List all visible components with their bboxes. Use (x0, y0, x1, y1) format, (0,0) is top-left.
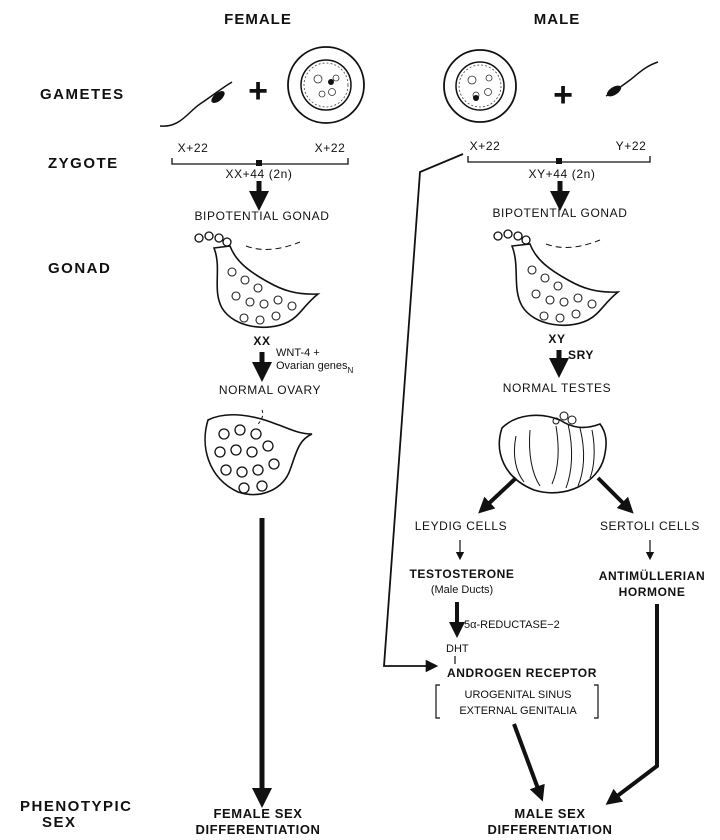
male-outcome-line2: DIFFERENTIATION (487, 822, 612, 837)
male-outcome-line1: MALE SEX (514, 806, 585, 821)
male-chromosome-left: X+22 (470, 139, 501, 153)
female-outcome-line2: DIFFERENTIATION (195, 822, 320, 837)
male-sry-label: SRY (568, 348, 594, 362)
female-normal-ovary-label: NORMAL OVARY (219, 383, 321, 397)
sperm-illustration-male (605, 62, 658, 99)
female-xx-label: XX (253, 334, 270, 348)
sperm-illustration-female (160, 82, 232, 126)
female-genes-label-line2: Ovarian genesN (276, 360, 354, 375)
ovum-illustration-male (444, 50, 516, 122)
male-leydig-cells-label: LEYDIG CELLS (415, 519, 508, 533)
row-label-gonad: GONAD (48, 260, 111, 277)
female-header: FEMALE (224, 11, 292, 28)
male-androgen-receptor-label: ANDROGEN RECEPTOR (447, 666, 597, 680)
male-ducts-label: (Male Ducts) (431, 584, 493, 596)
female-genes-subscript: N (348, 366, 354, 375)
male-sertoli-cells-label: SERTOLI CELLS (600, 519, 700, 533)
male-dht-label: DHT (446, 643, 469, 655)
female-plus-sign: + (248, 72, 268, 110)
male-urogenital-sinus-label: UROGENITAL SINUS (465, 689, 572, 701)
row-label-phenotypic: PHENOTYPIC (20, 798, 133, 815)
male-xy-label: XY (548, 332, 565, 346)
row-label-sex: SEX (42, 814, 77, 831)
male-testosterone-label: TESTOSTERONE (410, 567, 515, 581)
male-normal-testes-label: NORMAL TESTES (503, 381, 612, 395)
male-antimullerian-label-line1: ANTIMÜLLERIAN (599, 568, 705, 583)
female-ovary-illustration (205, 410, 312, 495)
female-karyotype: XX+44 (2n) (225, 167, 292, 181)
female-bipotential-gonad-illustration (195, 232, 318, 327)
male-reductase-label: 5α-REDUCTASE−2 (464, 619, 560, 631)
male-bipotential-gonad-illustration (494, 230, 618, 325)
female-genes-label-line1: WNT-4 + (276, 347, 320, 359)
female-chromosome-right: X+22 (315, 141, 346, 155)
male-header: MALE (534, 11, 581, 28)
male-bipotential-gonad-label: BIPOTENTIAL GONAD (492, 206, 627, 220)
female-outcome-line1: FEMALE SEX (213, 806, 302, 821)
male-plus-sign: + (553, 76, 573, 114)
row-label-gametes: GAMETES (40, 86, 125, 103)
male-external-genitalia-label: EXTERNAL GENITALIA (459, 705, 577, 717)
row-label-zygote: ZYGOTE (48, 155, 119, 172)
female-chromosome-left: X+22 (178, 141, 209, 155)
male-chromosome-right: Y+22 (616, 139, 647, 153)
female-bipotential-gonad-label: BIPOTENTIAL GONAD (194, 209, 329, 223)
male-karyotype: XY+44 (2n) (528, 167, 595, 181)
male-antimullerian-label-line2: HORMONE (619, 585, 686, 599)
ovum-illustration-female (288, 47, 364, 123)
